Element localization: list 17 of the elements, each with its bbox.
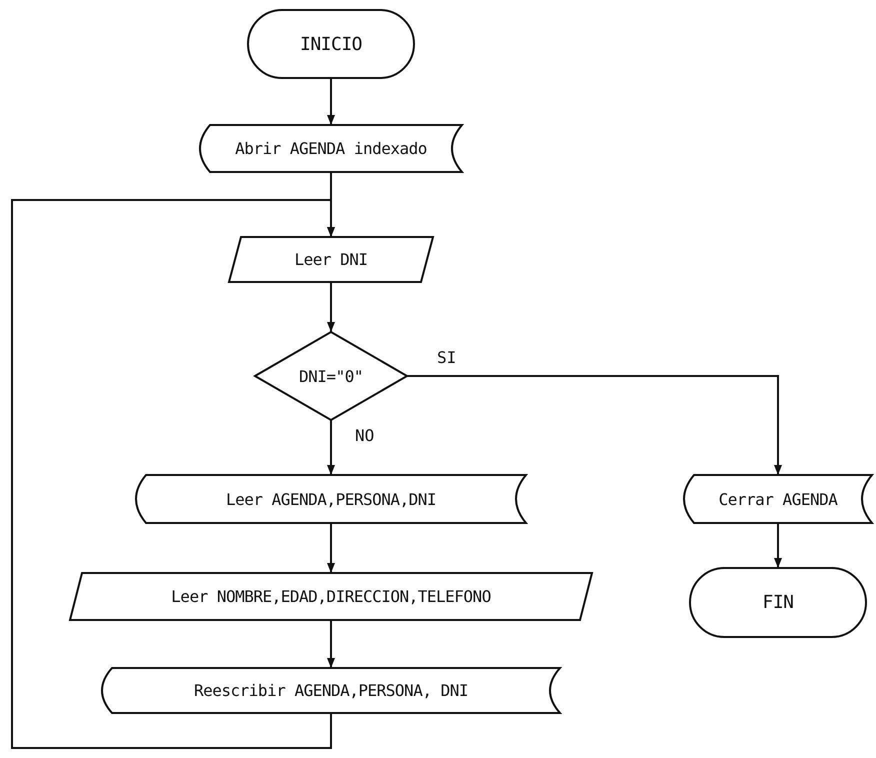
node-label: Leer DNI	[294, 250, 368, 269]
node-label: Cerrar AGENDA	[718, 490, 838, 508]
node-label: Reescribir AGENDA,PERSONA, DNI	[194, 681, 468, 700]
arrow	[774, 523, 782, 568]
arrow	[327, 620, 335, 668]
node-label: Leer NOMBRE,EDAD,DIRECCION,TELEFONO	[171, 587, 491, 606]
arrow	[327, 78, 335, 125]
arrow	[327, 282, 335, 332]
arrow	[327, 523, 335, 573]
arrow	[407, 375, 782, 475]
node-label: INICIO	[300, 34, 362, 54]
arrow	[327, 420, 335, 475]
arrow	[11, 199, 335, 749]
node-label: Leer AGENDA,PERSONA,DNI	[226, 490, 436, 508]
node-label: FIN	[762, 592, 794, 613]
node-label: Abrir AGENDA indexado	[235, 139, 427, 158]
node-label: DNI="0"	[299, 366, 363, 386]
